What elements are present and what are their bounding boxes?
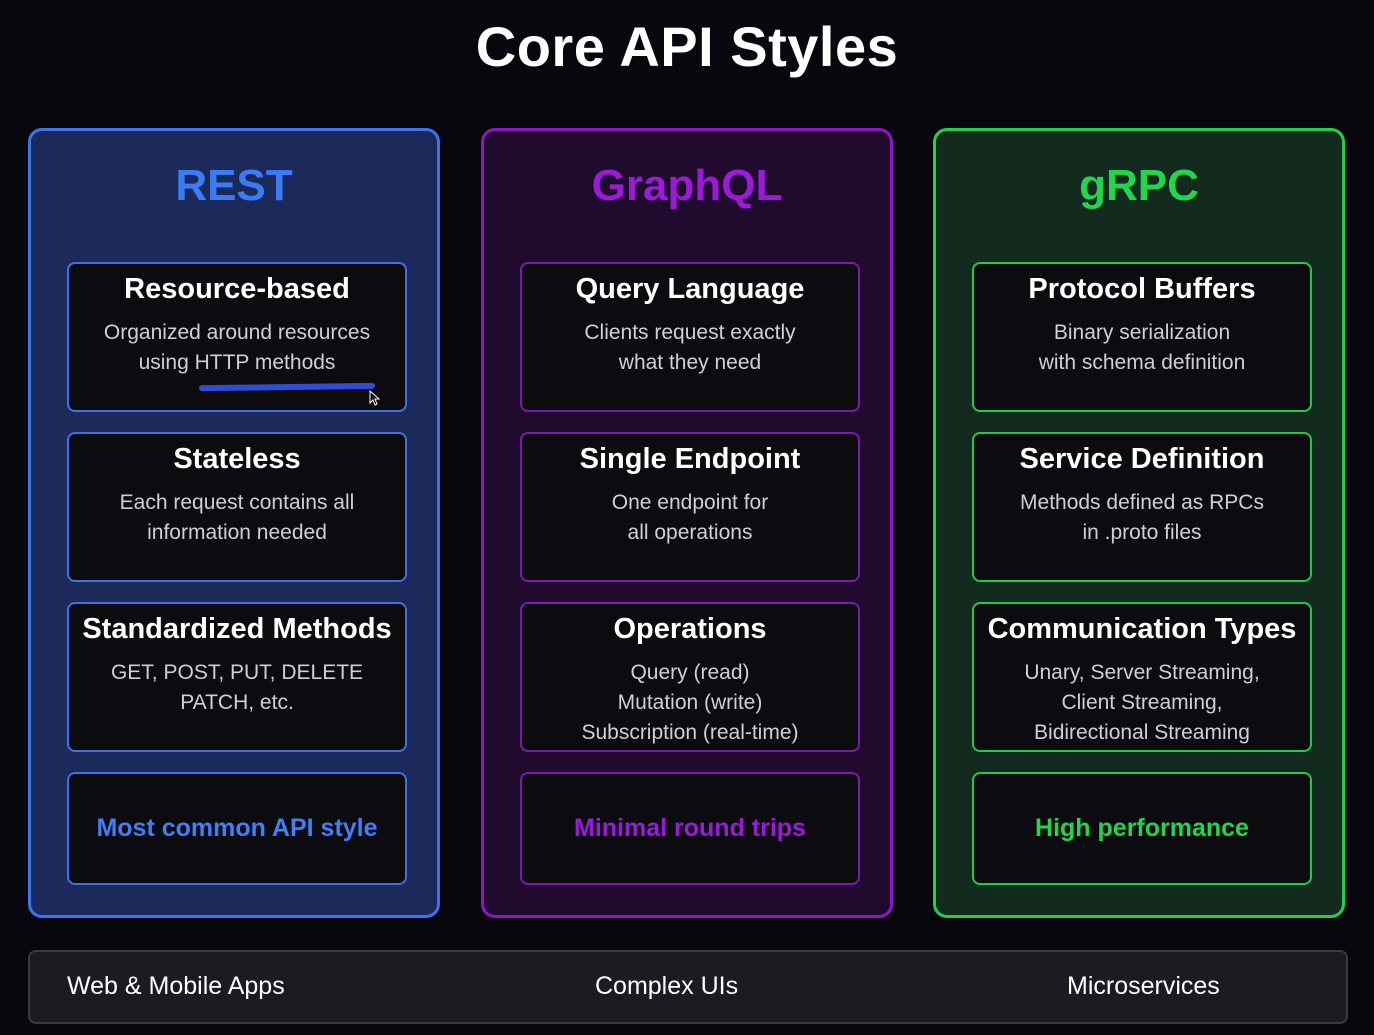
feature-card-operations: Operations Query (read) Mutation (write)… [520,602,860,752]
card-description: Unary, Server Streaming, Client Streamin… [974,658,1310,748]
highlight-text: High performance [1035,814,1249,842]
feature-card-standardized-methods: Standardized Methods GET, POST, PUT, DEL… [67,602,407,752]
highlight-card-grpc: High performance [972,772,1312,885]
card-description-line: Methods defined as RPCs [1020,491,1264,514]
card-description-line: in .proto files [1082,521,1202,544]
card-title: Standardized Methods [82,613,392,645]
card-description: Methods defined as RPCs in .proto files [974,488,1310,548]
card-description-line: Client Streaming, [1061,691,1223,714]
card-description-line: GET, POST, PUT, DELETE [110,661,364,684]
feature-card-communication-types: Communication Types Unary, Server Stream… [972,602,1312,752]
card-description-line: Subscription (real-time) [581,721,799,744]
card-title: Query Language [575,273,805,305]
page-title: Core API Styles [475,15,899,78]
card-description-line: using HTTP methods [138,351,336,374]
card-title: Operations [613,613,767,645]
card-description: One endpoint for all operations [522,488,858,548]
card-description: Query (read) Mutation (write) Subscripti… [522,658,858,748]
card-description-line: information needed [147,521,327,544]
card-description-line: Clients request exactly [584,321,796,344]
card-description-line: Binary serialization [1053,321,1231,344]
card-description-line: Organized around resources [103,321,371,344]
card-description: Binary serialization with schema definit… [974,318,1310,378]
column-heading-grpc: gRPC [1079,161,1199,210]
use-case-grpc: Microservices [1067,972,1220,1000]
use-case-bar: Web & Mobile Apps Complex UIs Microservi… [28,950,1348,1024]
card-description-line: Query (read) [630,661,750,684]
card-title: Service Definition [1019,443,1265,475]
card-description: Each request contains all information ne… [69,488,405,548]
highlight-text: Minimal round trips [574,814,806,842]
card-title: Stateless [173,443,301,475]
card-description-line: with schema definition [1038,351,1246,374]
feature-card-service-definition: Service Definition Methods defined as RP… [972,432,1312,582]
card-description-line: One endpoint for [611,491,769,514]
graphql-column: GraphQL Query Language Clients request e… [481,128,893,918]
card-description: GET, POST, PUT, DELETE PATCH, etc. [69,658,405,718]
card-description-line: Each request contains all [119,491,355,514]
feature-card-protocol-buffers: Protocol Buffers Binary serialization wi… [972,262,1312,412]
use-case-rest: Web & Mobile Apps [67,972,285,1000]
rest-column: REST Resource-based Organized around res… [28,128,440,918]
highlight-card-graphql: Minimal round trips [520,772,860,885]
card-description: Organized around resources using HTTP me… [69,318,405,378]
column-heading-rest: REST [175,161,293,210]
underline-annotation [198,382,376,392]
feature-card-single-endpoint: Single Endpoint One endpoint for all ope… [520,432,860,582]
card-title: Single Endpoint [579,443,801,475]
card-title: Resource-based [124,273,350,305]
card-description-line: all operations [627,521,753,544]
card-title: Communication Types [987,613,1297,645]
feature-card-resource-based: Resource-based Organized around resource… [67,262,407,412]
card-description-line: what they need [618,351,762,374]
grpc-column: gRPC Protocol Buffers Binary serializati… [933,128,1345,918]
card-description: Clients request exactly what they need [522,318,858,378]
highlight-card-rest: Most common API style [67,772,407,885]
card-description-line: Unary, Server Streaming, [1024,661,1260,684]
card-title: Protocol Buffers [1028,273,1256,305]
card-description-line: Mutation (write) [617,691,763,714]
column-heading-graphql: GraphQL [591,161,783,210]
feature-card-stateless: Stateless Each request contains all info… [67,432,407,582]
highlight-text: Most common API style [96,814,378,842]
mouse-cursor-icon [369,390,381,406]
card-description-line: PATCH, etc. [180,691,294,714]
card-description-line: Bidirectional Streaming [1034,721,1250,744]
use-case-graphql: Complex UIs [595,972,739,1000]
feature-card-query-language: Query Language Clients request exactly w… [520,262,860,412]
